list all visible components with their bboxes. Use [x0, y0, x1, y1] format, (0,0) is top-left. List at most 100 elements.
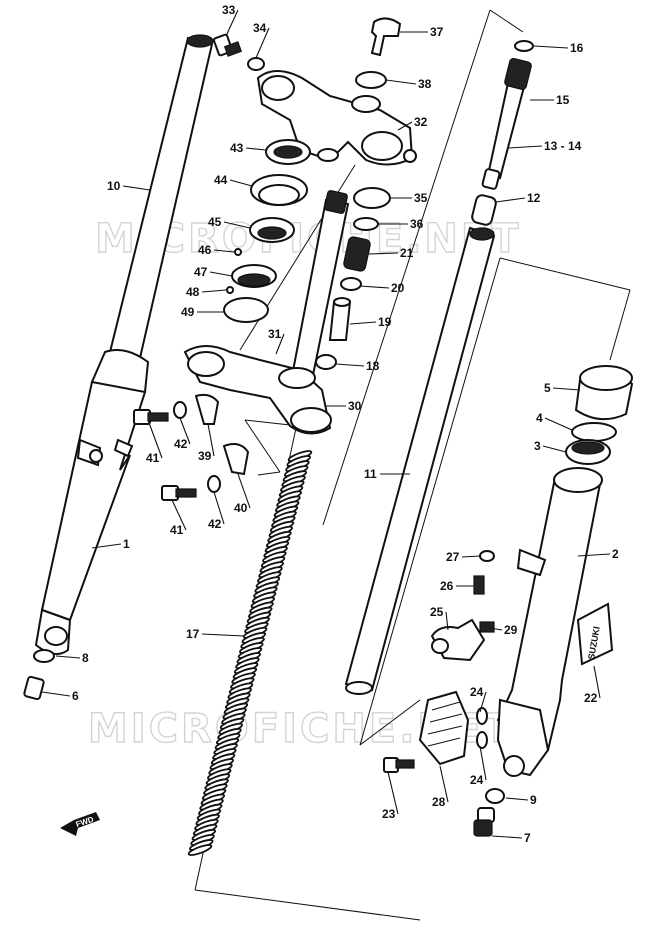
leader-line-c17 [201, 633, 245, 637]
callout-c43: 43 [230, 141, 244, 155]
leader-line-c5 [552, 387, 581, 391]
oring-20 [340, 277, 362, 291]
leader-line-c32 [397, 121, 413, 131]
emblem-22: SUZUKI [576, 602, 614, 666]
callout-c2: 2 [612, 547, 619, 561]
callout-c48: 48 [186, 285, 200, 299]
callout-c25: 25 [430, 605, 444, 619]
washer-8 [33, 649, 55, 663]
leader-line-c41b [171, 499, 187, 531]
right-outer-leg [496, 467, 603, 777]
leader-line-c21 [367, 252, 399, 255]
callout-c8: 8 [82, 651, 89, 665]
callout-c12: 12 [527, 191, 541, 205]
leader-line-c10 [122, 185, 151, 191]
damper-rod [471, 40, 534, 226]
washer-38 [355, 71, 387, 89]
leader-line-c28 [439, 765, 449, 803]
leader-line-c22 [593, 665, 601, 699]
fwd-label: FWD [75, 815, 95, 829]
washer-38b [351, 95, 381, 113]
fitting-25 [430, 618, 486, 662]
left-fork-tube [34, 34, 214, 655]
bolt-23 [383, 757, 415, 773]
callout-c7: 7 [524, 831, 531, 845]
upper-bracket [256, 70, 417, 166]
ring-36 [353, 217, 379, 231]
leader-line-c45 [223, 221, 251, 229]
callout-c45: 45 [208, 215, 222, 229]
leader-line-c8 [55, 655, 81, 659]
callout-c23: 23 [382, 807, 396, 821]
spring-21 [343, 236, 371, 272]
leader-line-c29 [489, 627, 503, 631]
fork-spring-17 [187, 450, 313, 856]
ring-4 [571, 422, 617, 442]
oring-24a [476, 707, 488, 725]
callout-c37: 37 [430, 25, 444, 39]
callout-c30: 30 [348, 399, 362, 413]
callout-c31: 31 [268, 327, 282, 341]
callout-c24b: 24 [470, 773, 484, 787]
leader-line-c3 [542, 445, 567, 453]
leader-line-c34 [255, 27, 270, 59]
leader-line-c16 [533, 45, 569, 49]
bolt-7 [473, 807, 495, 837]
callout-c41b: 41 [170, 523, 184, 537]
callout-c27: 27 [446, 550, 460, 564]
spacer-19 [328, 297, 352, 341]
callout-c26: 26 [440, 579, 454, 593]
callout-c9: 9 [530, 793, 537, 807]
leader-line-c43 [245, 147, 267, 151]
callout-c44: 44 [214, 173, 228, 187]
callout-c1: 1 [123, 537, 130, 551]
leader-line-c31 [275, 333, 285, 355]
leader-line-c4 [544, 417, 573, 431]
callout-c20: 20 [391, 281, 405, 295]
bolt-37 [370, 17, 402, 57]
leader-line-c24b [479, 745, 487, 781]
callout-c3: 3 [534, 439, 541, 453]
callout-c39: 39 [198, 449, 212, 463]
leader-line-c18 [335, 363, 365, 367]
screw-26 [473, 575, 485, 595]
leader-line-c40 [237, 473, 251, 509]
bolt-29 [479, 621, 495, 633]
leader-line-c2 [577, 553, 611, 557]
callout-c47: 47 [194, 265, 208, 279]
cover-28 [418, 690, 470, 766]
clamp-40 [222, 443, 250, 476]
callout-c40: 40 [234, 501, 248, 515]
clamp-39 [194, 393, 220, 425]
leader-line-c48 [201, 289, 227, 293]
callout-c24a: 24 [470, 685, 484, 699]
seal-35 [353, 187, 391, 209]
callout-c15: 15 [556, 93, 570, 107]
callout-c41a: 41 [146, 451, 160, 465]
callout-c11: 11 [364, 467, 377, 481]
oring-24b [476, 731, 488, 749]
dust-seal-5 [574, 365, 634, 421]
callout-c49: 49 [181, 305, 195, 319]
steering-stem [183, 190, 350, 435]
seal-3 [565, 439, 611, 465]
callout-c29: 29 [504, 623, 518, 637]
callout-c6: 6 [72, 689, 79, 703]
spring-coil [187, 844, 213, 856]
callout-c46: 46 [198, 243, 212, 257]
callout-c4: 4 [536, 411, 543, 425]
callout-c5: 5 [544, 381, 551, 395]
callout-c33: 33 [222, 3, 236, 17]
leader-line-c42a [179, 417, 191, 445]
right-inner-tube [344, 226, 496, 695]
leader-line-c13 [507, 145, 543, 149]
callout-c42b: 42 [208, 517, 222, 531]
bolt-41a [133, 409, 169, 425]
leader-line-c27 [461, 555, 481, 558]
bolt-33 [212, 33, 243, 57]
leader-line-c33 [225, 9, 239, 37]
leader-line-c25 [445, 611, 449, 631]
leader-line-c20 [359, 285, 390, 289]
